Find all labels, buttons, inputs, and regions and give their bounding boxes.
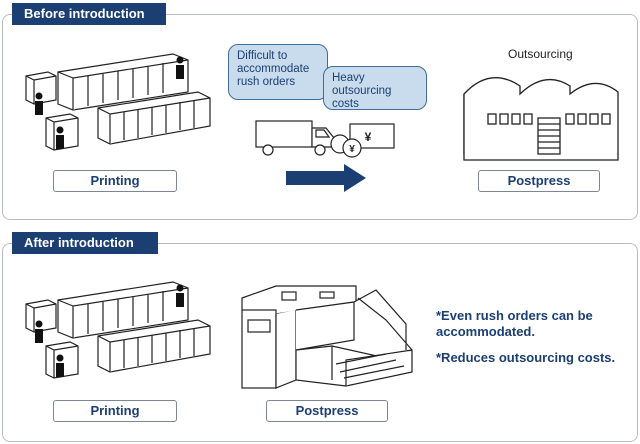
factory-building-icon <box>463 77 619 161</box>
benefit-note-rush-orders: *Even rush orders can be accommodated. <box>436 308 593 339</box>
yen-symbol-note: ¥ <box>365 130 372 144</box>
printing-label-before: Printing <box>53 170 177 192</box>
rush-orders-bubble: Difficult to accommodate rush orders <box>228 44 328 100</box>
delivery-truck-icon: ¥ ¥ <box>255 120 395 158</box>
benefit-note-outsourcing-costs: *Reduces outsourcing costs. <box>436 350 616 365</box>
press-row-back <box>57 53 189 111</box>
postpress-label-before: Postpress <box>478 170 600 192</box>
yen-symbol-coin: ¥ <box>349 144 355 155</box>
press-row-front <box>97 91 211 145</box>
printing-press-illustration <box>25 53 211 151</box>
printing-label-after: Printing <box>53 400 177 422</box>
right-arrow-icon <box>286 164 366 192</box>
after-introduction-header: After introduction <box>12 232 158 254</box>
press-feeder <box>25 71 79 151</box>
printing-press-illustration-after <box>25 281 211 379</box>
postpress-label-after: Postpress <box>266 400 388 422</box>
postpress-machine-illustration <box>241 285 413 389</box>
outsourcing-caption: Outsourcing <box>508 47 573 61</box>
before-introduction-header: Before introduction <box>12 3 166 25</box>
outsourcing-costs-bubble: Heavy outsourcing costs <box>323 66 427 110</box>
